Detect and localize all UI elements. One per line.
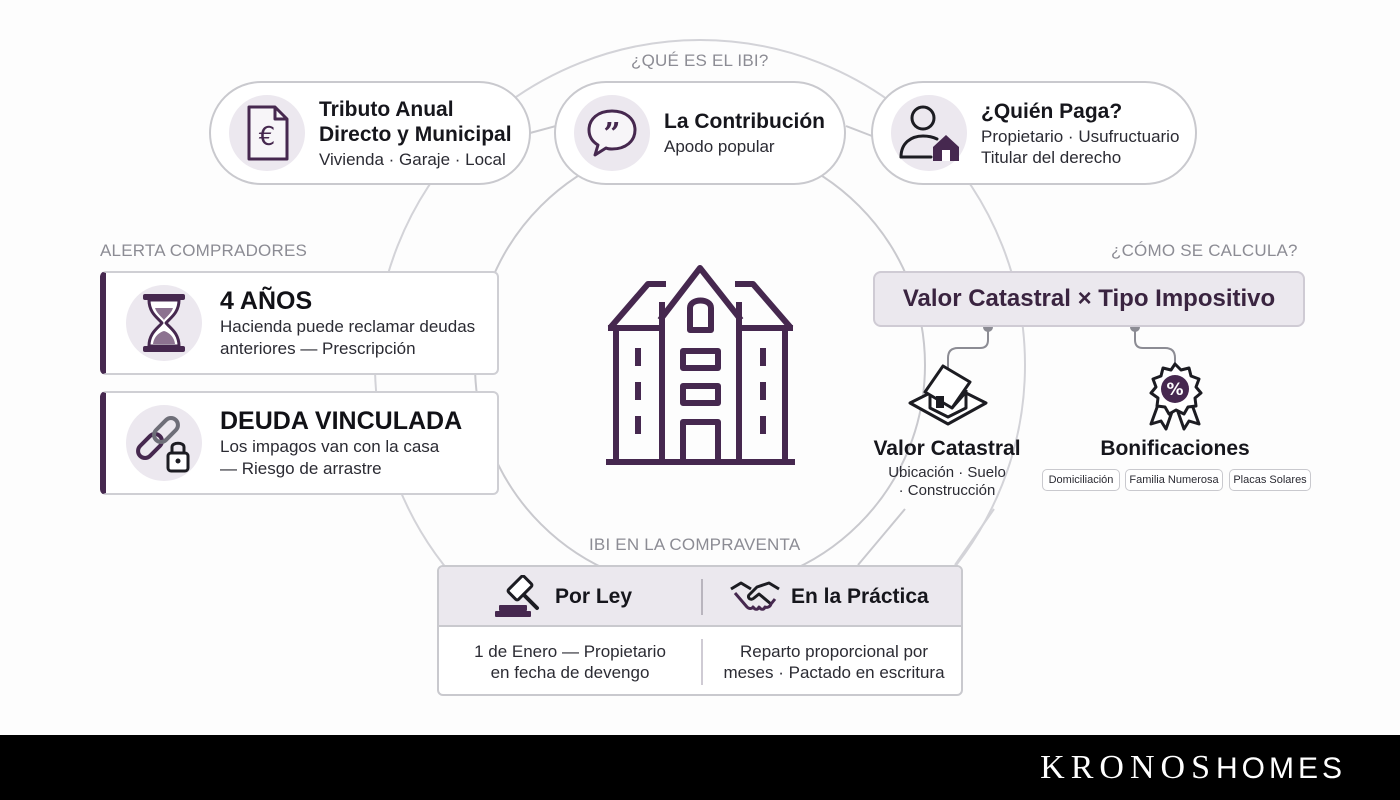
alerta-4-anos-title: 4 AÑOS <box>220 287 313 315</box>
en-la-practica-line-1: Reparto proporcional por <box>739 642 929 661</box>
euro-document-icon: € <box>229 95 305 171</box>
label-compraventa: IBI EN LA COMPRAVENTA <box>589 535 801 554</box>
tributo-title-2: Directo y Municipal <box>319 122 512 146</box>
hourglass-icon <box>126 285 202 361</box>
svg-text:”: ” <box>603 117 620 152</box>
por-ley-text: 1 de Enero — Propietario en fecha de dev… <box>439 641 701 683</box>
alerta-deuda-line-2: — Riesgo de arrastre <box>220 459 382 478</box>
svg-text:€: € <box>259 122 276 152</box>
quien-paga-card: ¿Quién Paga? Propietario · Usufructuario… <box>871 81 1197 185</box>
alerta-deuda-line-1: Los impagos van con la casa <box>220 437 440 456</box>
infographic: ¿QUÉ ES EL IBI? ALERTA COMPRADORES ¿CÓMO… <box>100 39 1311 696</box>
tributo-title-1: Tributo Anual <box>319 97 454 121</box>
contribucion-card: ” La Contribución Apodo popular <box>554 81 846 185</box>
isometric-house-icon <box>908 364 988 426</box>
por-ley-line-1: 1 de Enero — Propietario <box>474 642 666 661</box>
por-ley-title: Por Ley <box>555 585 633 608</box>
alerta-4-anos-card: 4 AÑOS Hacienda puede reclamar deudas an… <box>100 271 499 375</box>
building-icon <box>606 265 795 465</box>
label-como-se-calcula: ¿CÓMO SE CALCULA? <box>1111 241 1298 260</box>
compraventa-header: Por Ley En la Práctica <box>439 567 961 627</box>
en-la-practica-text: Reparto proporcional por meses · Pactado… <box>703 641 961 683</box>
valor-catastral-line-2: · Construcción <box>898 482 996 499</box>
tag-familia-numerosa: Familia Numerosa <box>1125 469 1223 491</box>
bonificaciones-title: Bonificaciones <box>1100 437 1250 460</box>
valor-catastral-line-1: Ubicación · Suelo <box>888 464 1006 481</box>
gavel-icon <box>495 575 539 617</box>
body-divider <box>701 639 703 685</box>
alerta-deuda-title: DEUDA VINCULADA <box>220 407 463 435</box>
chain-lock-icon <box>126 405 202 481</box>
en-la-practica-title: En la Práctica <box>791 585 929 608</box>
por-ley-header: Por Ley <box>493 567 632 627</box>
speech-quote-icon: ” <box>574 95 650 171</box>
contribucion-title: La Contribución <box>664 110 825 133</box>
contribucion-sub: Apodo popular <box>664 137 775 156</box>
alerta-deuda-card: DEUDA VINCULADA Los impagos van con la c… <box>100 391 499 495</box>
brand-homes: HOMES <box>1215 752 1346 785</box>
brand-kronos: KRONOS <box>1040 749 1216 786</box>
por-ley-line-2: en fecha de devengo <box>490 663 650 682</box>
compraventa-table: Por Ley En la Práctica 1 de Enero — Prop… <box>437 565 963 696</box>
tag-placas-solares: Placas Solares <box>1229 469 1311 491</box>
header-divider <box>701 579 703 615</box>
svg-text:%: % <box>1166 380 1183 400</box>
en-la-practica-header: En la Práctica <box>729 567 929 627</box>
label-que-es: ¿QUÉ ES EL IBI? <box>631 51 769 70</box>
footer-bar: KRONOSHOMES <box>0 735 1400 800</box>
tributo-sub: Vivienda · Garaje · Local <box>319 149 506 169</box>
en-la-practica-line-2: meses · Pactado en escritura <box>723 663 945 682</box>
quien-paga-sub-2: Titular del derecho <box>981 147 1122 167</box>
formula-box: Valor Catastral × Tipo Impositivo <box>873 271 1305 327</box>
alerta-4-anos-line-1: Hacienda puede reclamar deudas <box>220 317 476 336</box>
brand-logo[interactable]: KRONOSHOMES <box>1040 749 1346 787</box>
quien-paga-sub-1: Propietario · Usufructuario <box>981 126 1180 146</box>
label-alerta-compradores: ALERTA COMPRADORES <box>100 241 308 260</box>
handshake-icon <box>730 581 780 611</box>
tag-domiciliacion: Domiciliación <box>1042 469 1120 491</box>
tributo-card: € Tributo Anual Directo y Municipal Vivi… <box>209 81 531 185</box>
percent-badge-icon: % <box>1149 362 1203 431</box>
alerta-4-anos-line-2: anteriores — Prescripción <box>220 339 416 358</box>
quien-paga-title: ¿Quién Paga? <box>981 99 1123 123</box>
valor-catastral-title: Valor Catastral <box>873 437 1021 460</box>
owner-house-icon <box>891 95 967 171</box>
